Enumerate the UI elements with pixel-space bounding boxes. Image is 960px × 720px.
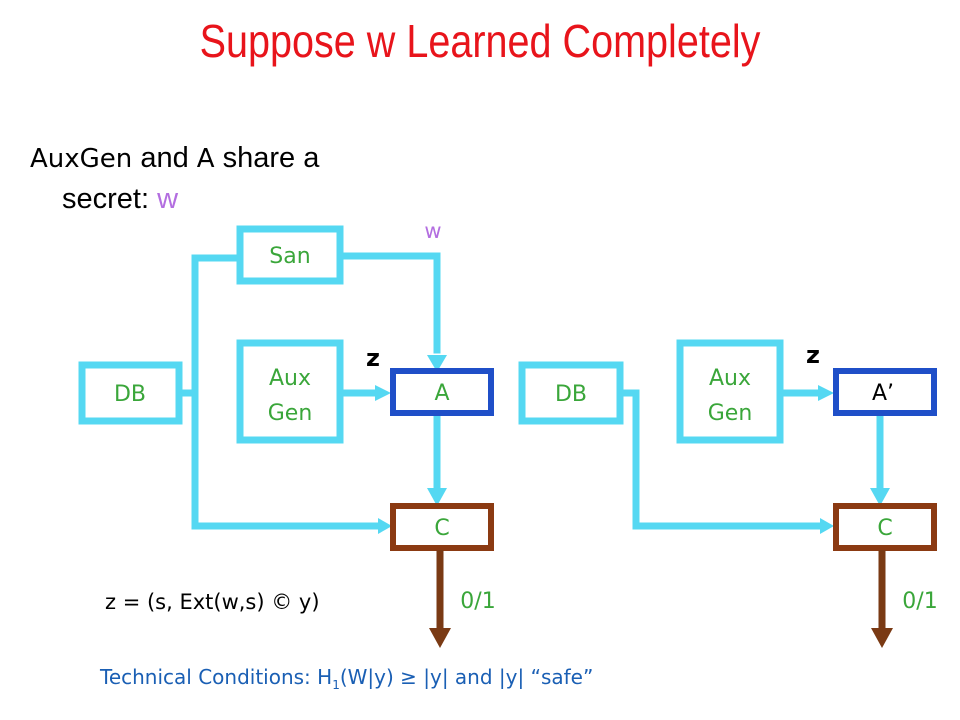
right-arrowheads <box>818 385 890 534</box>
intro-w: w <box>157 183 179 215</box>
right-db-box <box>518 361 624 425</box>
left-c-label: C <box>434 516 449 541</box>
title-suffix: Learned Completely <box>395 15 761 67</box>
left-auxgen-label-1: Aux <box>269 366 311 391</box>
right-c-box <box>833 503 937 551</box>
tech-prefix: Technical Conditions: H <box>100 665 333 689</box>
right-c-label: C <box>877 516 892 541</box>
left-db-label: DB <box>114 382 146 407</box>
tech-subscript: 1 <box>332 678 340 692</box>
right-a-box <box>833 368 937 416</box>
arrowhead-w-to-a <box>427 355 447 372</box>
intro-and: and <box>132 142 197 174</box>
left-auxgen-label-2: Gen <box>268 401 313 426</box>
right-a-label: A’ <box>872 381 894 406</box>
left-san-box <box>236 225 344 285</box>
right-auxgen-label-2: Gen <box>708 401 753 426</box>
right-db-label: DB <box>555 382 587 407</box>
z-equation: z = (s, Ext(w,s) © y) <box>105 590 320 614</box>
title-w: w <box>366 15 396 67</box>
left-c-box <box>390 503 494 551</box>
right-auxgen-box <box>676 339 784 444</box>
intro-a: A <box>196 144 215 174</box>
left-output-label: 0/1 <box>460 589 495 614</box>
intro-share: share a <box>214 142 320 174</box>
intro-secret: secret: <box>62 183 158 215</box>
technical-conditions: Technical Conditions: H1(W|y) ≥ |y| and … <box>100 665 593 692</box>
left-output-arrowhead <box>429 628 451 648</box>
arrowhead-aux-to-a <box>375 385 391 401</box>
left-auxgen-box <box>236 339 344 444</box>
right-z-label: z <box>806 341 820 369</box>
arrowhead-db-to-c <box>378 518 392 534</box>
intro-auxgen: AuxGen <box>30 144 133 174</box>
tech-suffix: (W|y) ≥ |y| and |y| “safe” <box>339 665 594 689</box>
left-a-label: A <box>434 381 449 406</box>
left-san-label: San <box>269 244 310 269</box>
right-output-label: 0/1 <box>902 589 937 614</box>
right-connectors <box>616 389 884 530</box>
arrowhead-right-db-to-c <box>820 518 834 534</box>
arrowhead-right-aux-to-a <box>818 385 834 401</box>
left-w-label: w <box>424 219 441 243</box>
left-db-box <box>78 361 183 425</box>
right-output-arrowhead <box>871 628 893 648</box>
right-auxgen-label-1: Aux <box>709 366 751 391</box>
intro-text: AuxGen and A share a secret: w <box>30 138 319 219</box>
page-title: Suppose w Learned Completely <box>67 14 893 68</box>
arrowhead-a-to-c <box>427 488 447 506</box>
title-prefix: Suppose <box>199 15 367 67</box>
arrowhead-right-a-to-c <box>870 488 890 506</box>
left-a-box <box>390 368 494 416</box>
left-z-label: z <box>366 344 380 372</box>
